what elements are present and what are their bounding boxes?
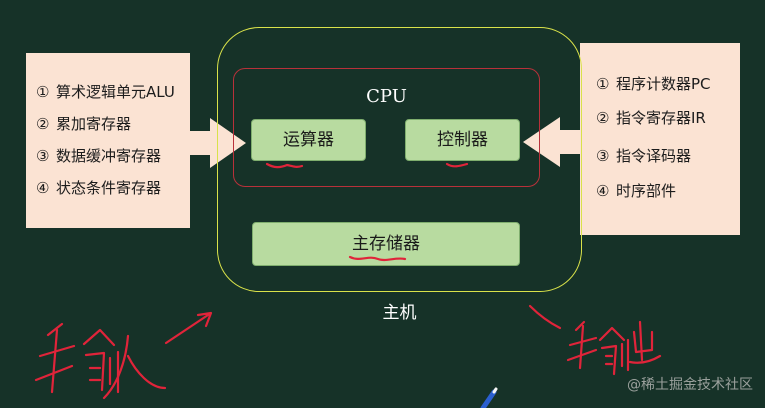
alu-unit: 运算器 [251,119,366,161]
control-components-panel: ① 程序计数器PC ② 指令寄存器IR ③ 指令译码器 ④ 时序部件 [580,43,740,235]
host-label: 主机 [382,303,417,323]
main-memory-unit: 主存储器 [252,222,520,266]
alu-underline [265,162,304,169]
memory-underline [348,255,407,262]
control-underline [445,162,469,168]
item-number: ③ [36,147,50,165]
cpu-box [233,68,540,187]
alu-item: ① 算术逻辑单元ALU [36,81,190,102]
item-number: ① [36,83,50,101]
cpu-title: CPU [366,86,407,107]
control-unit: 控制器 [405,119,520,161]
item-text: 算术逻辑单元ALU [56,83,175,101]
item-text: 指令寄存器IR [616,109,706,127]
item-text: 状态条件寄存器 [56,179,162,197]
item-text: 程序计数器PC [616,75,711,93]
output-stroke [528,304,562,330]
item-number: ① [596,75,610,93]
main-memory-label: 主存储器 [352,234,420,254]
item-text: 累加寄存器 [56,115,132,133]
left-arrow [190,118,246,168]
item-number: ③ [596,147,610,165]
output-annotation-text: 输出 [566,320,664,375]
control-item: ③ 指令译码器 [596,145,740,166]
item-number: ④ [596,182,610,200]
handwritten-input [34,322,167,400]
item-text: 时序部件 [616,182,677,200]
item-number: ④ [36,179,50,197]
alu-item: ③ 数据缓冲寄存器 [36,145,190,166]
pen-cursor-icon [480,387,498,408]
item-number: ② [596,109,610,127]
input-arrow [164,311,213,345]
alu-item: ② 累加寄存器 [36,113,190,134]
alu-unit-label: 运算器 [283,130,334,150]
host-boundary [217,27,582,292]
control-unit-label: 控制器 [437,130,488,150]
handwritten-output [566,320,662,376]
control-item: ④ 时序部件 [596,180,740,201]
item-number: ② [36,115,50,133]
input-annotation-text: 输入 [40,330,170,400]
alu-components-panel: ① 算术逻辑单元ALU ② 累加寄存器 ③ 数据缓冲寄存器 ④ 状态条件寄存器 [26,53,190,228]
watermark: @稀土掘金技术社区 [627,377,753,393]
control-item: ② 指令寄存器IR [596,107,740,128]
item-text: 指令译码器 [616,147,692,165]
control-item: ① 程序计数器PC [596,73,740,94]
item-text: 数据缓冲寄存器 [56,147,162,165]
alu-item: ④ 状态条件寄存器 [36,177,190,198]
right-arrow [523,117,580,167]
